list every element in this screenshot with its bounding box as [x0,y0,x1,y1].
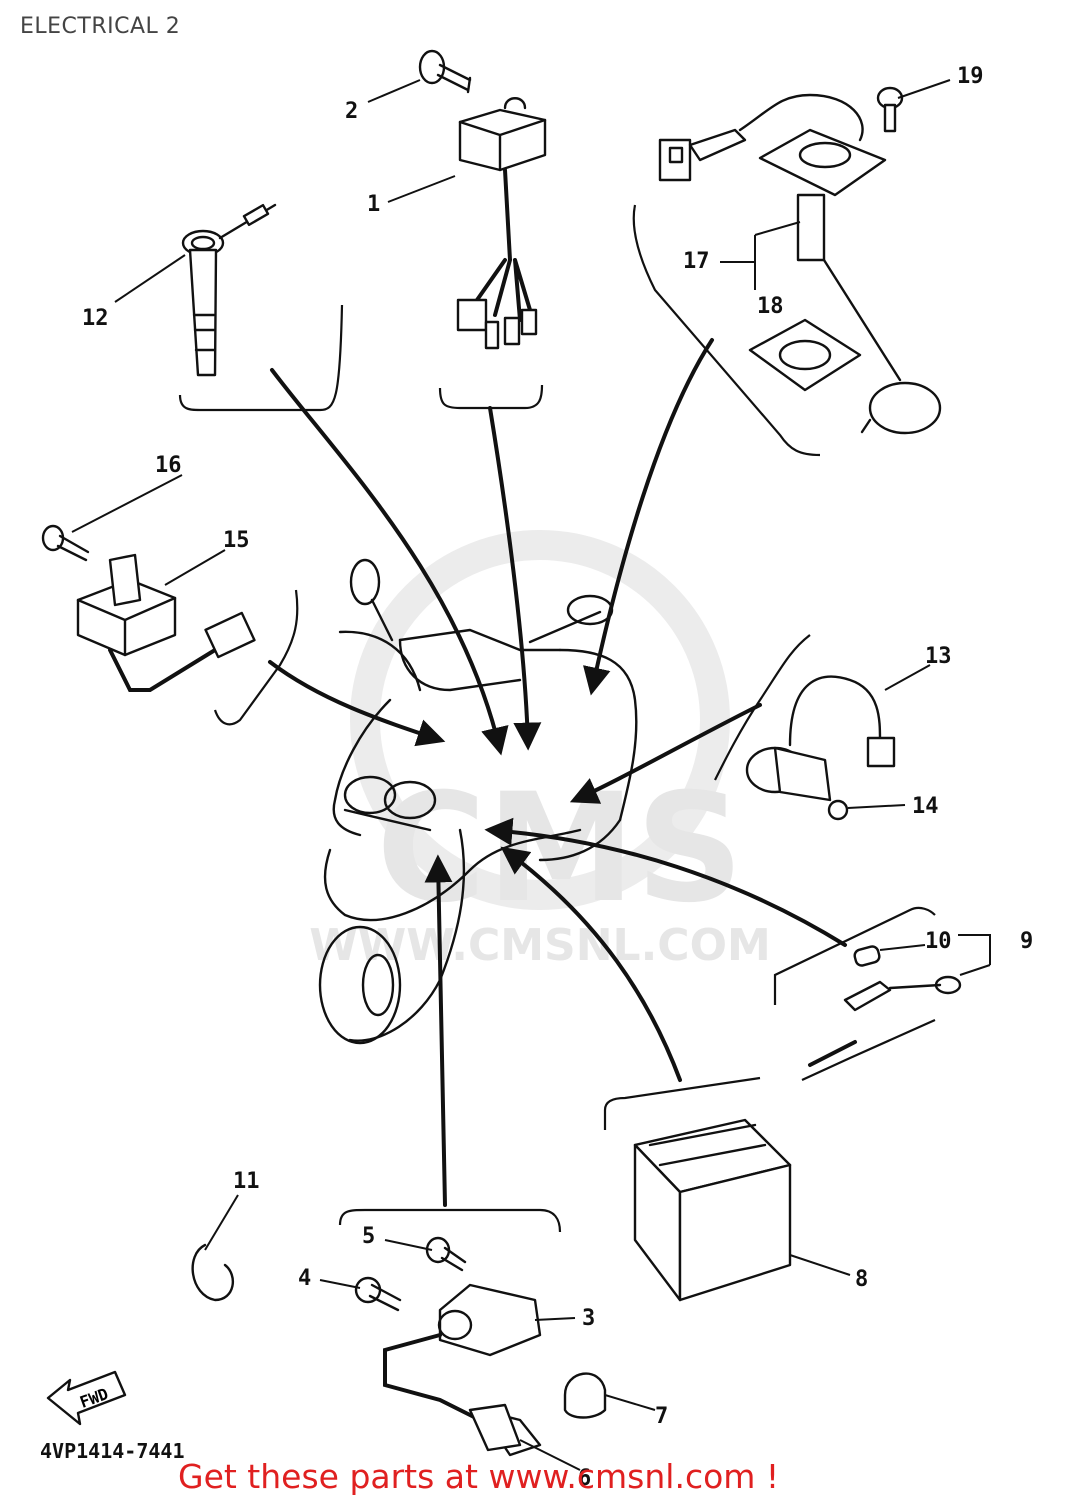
callout-11: 11 [233,1169,260,1194]
part-fuse-10 [853,945,881,967]
promo-link: Get these parts at www.cmsnl.com ! [178,1457,779,1496]
page-title: ELECTRICAL 2 [20,14,181,39]
watermark-logo: CMS [376,762,743,936]
part-ignition-coil-3 [383,1283,542,1457]
part-relay-15 [76,553,256,692]
part-bolt-4 [354,1276,402,1312]
callout-15: 15 [223,528,250,553]
part-cdi-unit [456,97,547,350]
part-bolt-5 [425,1236,467,1272]
part-screw-19 [876,86,904,133]
callout-1: 1 [367,192,380,217]
part-screw-16 [41,524,90,562]
part-fuel-sender-17 [658,93,942,435]
part-bolt-14 [827,799,849,821]
callout-10: 10 [925,929,952,954]
scooter-outline [318,558,638,1045]
part-cap-7 [563,1372,607,1419]
callout-13: 13 [925,644,952,669]
part-plug-cap-12 [181,203,277,377]
callout-4: 4 [298,1266,311,1291]
part-starter-relay-13 [745,675,896,802]
callout-5: 5 [362,1224,375,1249]
callout-18: 18 [757,294,784,319]
callout-8: 8 [855,1267,868,1292]
fwd-arrow: FWD [46,1370,127,1426]
callout-labels: 1 2 3 4 5 6 7 8 9 10 11 12 13 14 15 16 1… [82,64,1033,1491]
part-fuse-holder-9 [808,975,962,1067]
callout-12: 12 [82,306,109,331]
callout-7: 7 [655,1404,668,1429]
callout-2: 2 [345,99,358,124]
watermark: CMS WWW.CMSNL.COM [309,530,771,971]
routing-arrows [268,338,847,1207]
part-gasket-18 [748,318,862,392]
callout-19: 19 [957,64,984,89]
callout-6: 6 [578,1466,591,1491]
part-plug-cap-6 [468,1403,522,1452]
part-clip-11 [191,1243,235,1302]
group-brackets [178,204,936,1233]
callout-3: 3 [582,1306,595,1331]
part-bolt-2 [418,49,472,94]
watermark-url: WWW.CMSNL.COM [309,920,771,971]
callout-9: 9 [1020,929,1033,954]
callout-14: 14 [912,794,939,819]
diagram-code: 4VP1414-7441 [40,1439,185,1463]
callout-17: 17 [683,249,710,274]
leader-lines [71,79,991,1471]
callout-16: 16 [155,453,182,478]
part-battery-8 [633,1118,792,1302]
